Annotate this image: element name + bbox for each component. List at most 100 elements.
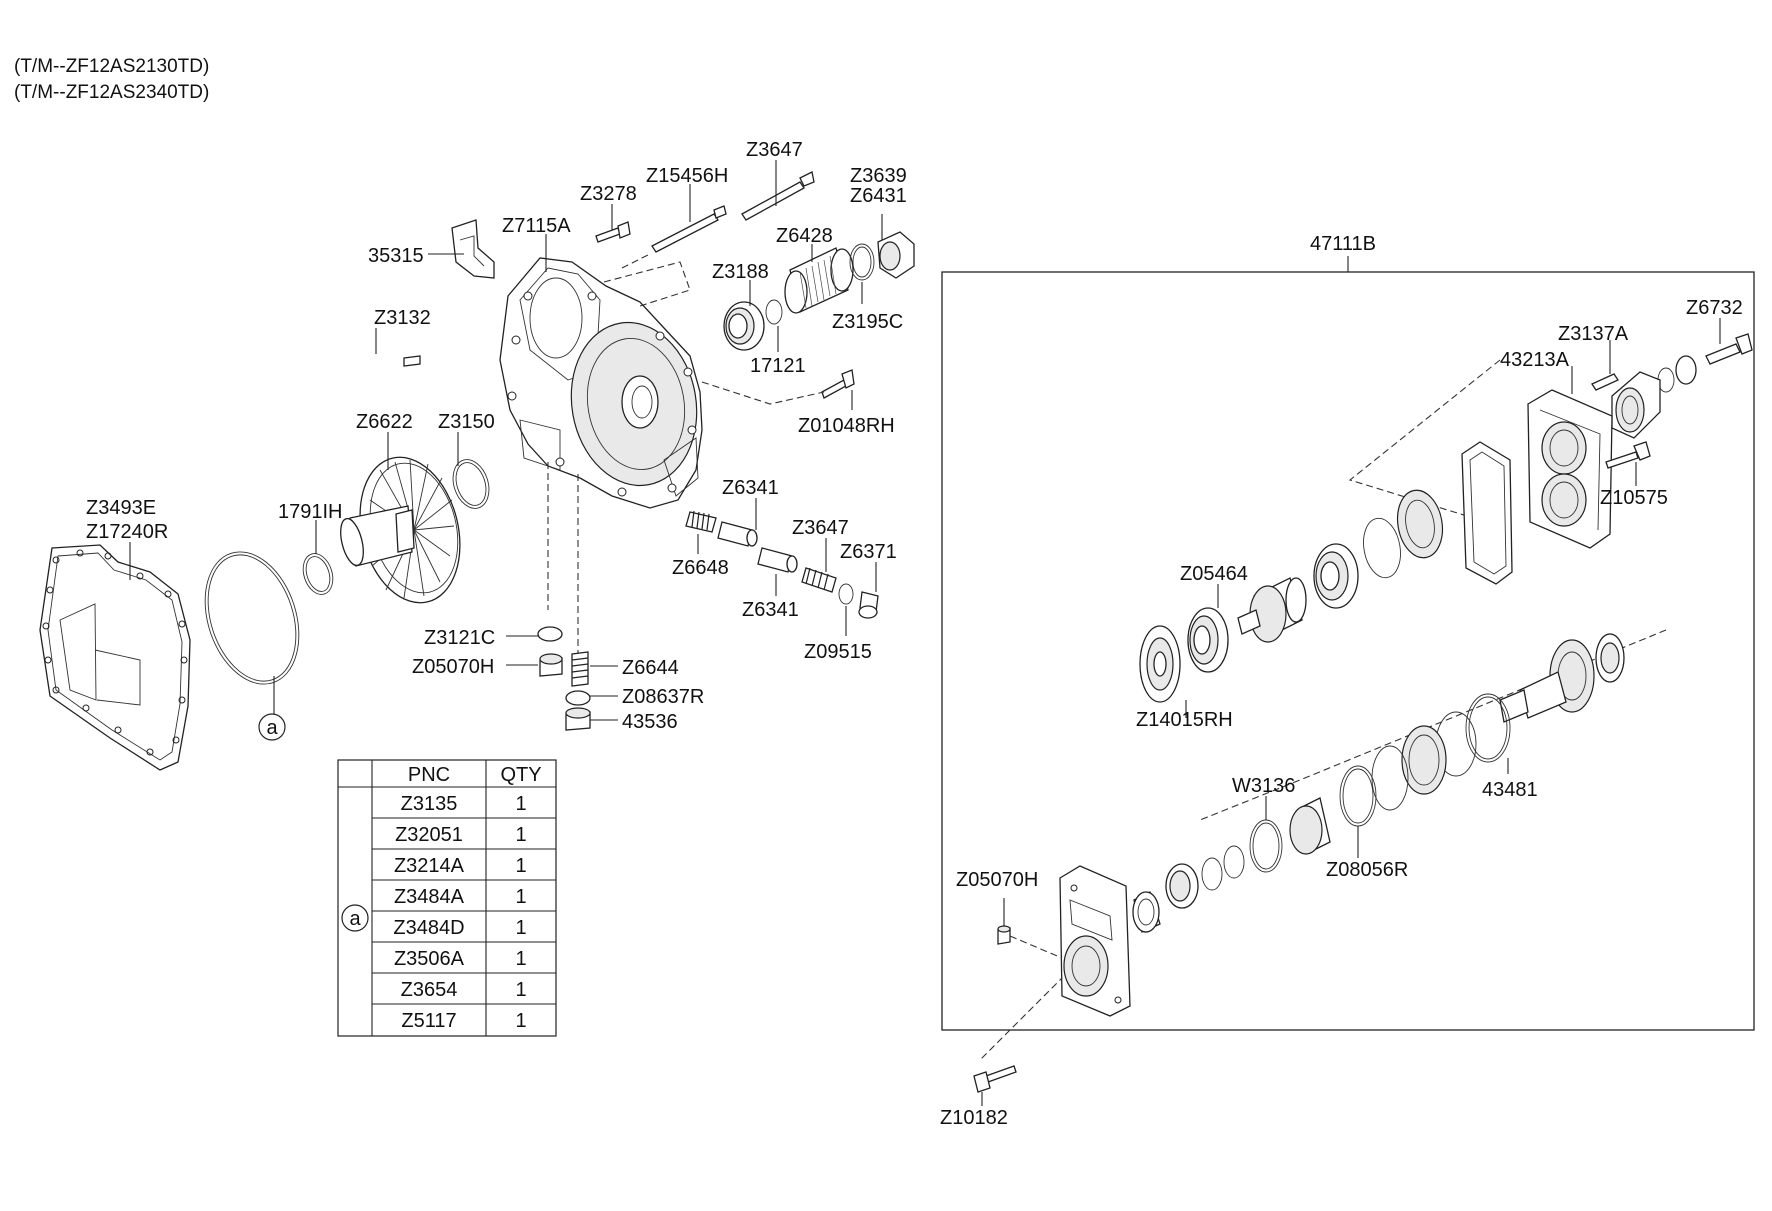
ring-z3121c — [537, 626, 563, 642]
lower-gear-shaft — [1499, 633, 1625, 723]
stud-z15456h — [651, 205, 727, 253]
label-z3647-top: Z3647 — [746, 139, 803, 161]
right-assembly: 47111B — [940, 233, 1755, 1129]
label-z05070h-left: Z05070H — [412, 656, 494, 678]
label-z6371: Z6371 — [840, 541, 897, 563]
kit-marker-circle — [258, 713, 286, 741]
bolt-z3137a — [1591, 373, 1619, 391]
label-z08056r: Z08056R — [1326, 859, 1408, 881]
bolt-z10182 — [973, 1065, 1017, 1093]
pin-z3132 — [403, 355, 421, 367]
label-w3136: W3136 — [1232, 775, 1295, 797]
label-z6732: Z6732 — [1686, 297, 1743, 319]
label-z10575: Z10575 — [1600, 487, 1668, 509]
large-o-ring — [204, 551, 300, 685]
label-z6341-b: Z6341 — [742, 599, 799, 621]
snap-ring-a — [1363, 517, 1401, 579]
seal-ring — [1396, 489, 1444, 559]
ring-z08637r — [565, 690, 591, 706]
label-z15456h: Z15456H — [646, 165, 728, 187]
label-43481: 43481 — [1482, 779, 1538, 801]
label-z3647-mid: Z3647 — [792, 517, 849, 539]
kit-marker-label: a — [266, 717, 278, 739]
gear-shaft-z05464 — [1237, 577, 1307, 643]
label-z3132: Z3132 — [374, 307, 431, 329]
table-cell-pnc: Z3135 — [401, 793, 458, 815]
label-1791ih: 1791IH — [278, 501, 343, 523]
ring-w3136 — [1249, 819, 1283, 873]
label-43213a: 43213A — [1500, 349, 1570, 371]
gasket-z3493e — [39, 544, 191, 771]
label-z6341-a: Z6341 — [722, 477, 779, 499]
table-cell-pnc: Z3654 — [401, 979, 458, 1001]
plug-z01048rh — [821, 369, 855, 399]
spring-z3647-mid — [801, 567, 837, 593]
label-z6644: Z6644 — [622, 657, 679, 679]
ring-z08056r — [1339, 765, 1377, 827]
label-43536: 43536 — [622, 711, 678, 733]
bearing-z3188 — [723, 301, 765, 351]
stud-z3647-top — [741, 171, 815, 221]
ring-43481 — [1465, 693, 1511, 763]
bolt-z3278 — [595, 221, 631, 243]
table-header-pnc: PNC — [408, 764, 450, 786]
table-cell-pnc: Z5117 — [401, 1010, 456, 1032]
label-35315: 35315 — [368, 245, 424, 267]
output-flange — [1611, 371, 1661, 439]
table-cell-qty: 1 — [515, 1010, 526, 1032]
lower-housing — [1059, 865, 1131, 1017]
label-z05070h-right: Z05070H — [956, 869, 1038, 891]
label-z14015rh: Z14015RH — [1136, 709, 1233, 731]
table-cell-pnc: Z3484D — [393, 917, 464, 939]
small-ring-a — [1223, 845, 1245, 879]
label-z09515: Z09515 — [804, 641, 872, 663]
label-z3188: Z3188 — [712, 261, 769, 283]
bushing-lower-2 — [1132, 891, 1161, 933]
label-z01048rh: Z01048RH — [798, 415, 895, 437]
housing-z7115a — [499, 257, 703, 509]
table-group-marker-circle — [341, 904, 369, 932]
label-z05464: Z05464 — [1180, 563, 1248, 585]
table-cell-qty: 1 — [515, 793, 526, 815]
label-z3137a: Z3137A — [1558, 323, 1629, 345]
label-z6428: Z6428 — [776, 225, 833, 247]
filter-z6428 — [784, 247, 854, 314]
label-z3121c: Z3121C — [424, 627, 495, 649]
bolt-z10575 — [1605, 441, 1651, 469]
bushing-lower — [1165, 863, 1199, 909]
spring-z6648 — [685, 510, 717, 533]
label-z7115a: Z7115A — [502, 215, 571, 237]
table-cell-qty: 1 — [515, 948, 526, 970]
kit-table: PNC QTY a Z3135 1 Z32051 1 Z3214A 1 Z348… — [337, 759, 557, 1037]
model-line-2: (T/M--ZF12AS2340TD) — [14, 82, 209, 103]
label-z3639: Z3639 — [850, 165, 907, 187]
label-47111b: 47111B — [1310, 233, 1376, 255]
label-z3150: Z3150 — [438, 411, 495, 433]
table-cell-qty: 1 — [515, 855, 526, 877]
ring-17121 — [765, 299, 783, 325]
table-cell-qty: 1 — [515, 824, 526, 846]
table-group-marker: a — [349, 908, 361, 930]
plug-z05070h-right — [997, 925, 1011, 945]
label-z6431: Z6431 — [850, 185, 907, 207]
label-z3278: Z3278 — [580, 183, 637, 205]
label-z3493e: Z3493E — [86, 497, 156, 519]
plug-z6371 — [858, 591, 879, 619]
o-ring-z3150 — [452, 459, 490, 509]
table-cell-pnc: Z3484A — [394, 886, 465, 908]
label-z6648: Z6648 — [672, 557, 729, 579]
label-z3195c: Z3195C — [832, 311, 903, 333]
table-cell-qty: 1 — [515, 979, 526, 1001]
plug-43536 — [565, 707, 591, 731]
cover-43213a — [1527, 389, 1613, 549]
bolt-z6732 — [1705, 333, 1753, 365]
piston-z6341-b — [757, 547, 798, 573]
disc-z14015rh — [1139, 625, 1181, 703]
pump-shaft-z6622 — [340, 456, 461, 604]
label-z6622: Z6622 — [356, 411, 413, 433]
ring-1791ih — [302, 553, 334, 595]
gasket-plate — [1461, 441, 1513, 585]
label-17121: 17121 — [750, 355, 806, 377]
table-cell-pnc: Z3214A — [394, 855, 465, 877]
